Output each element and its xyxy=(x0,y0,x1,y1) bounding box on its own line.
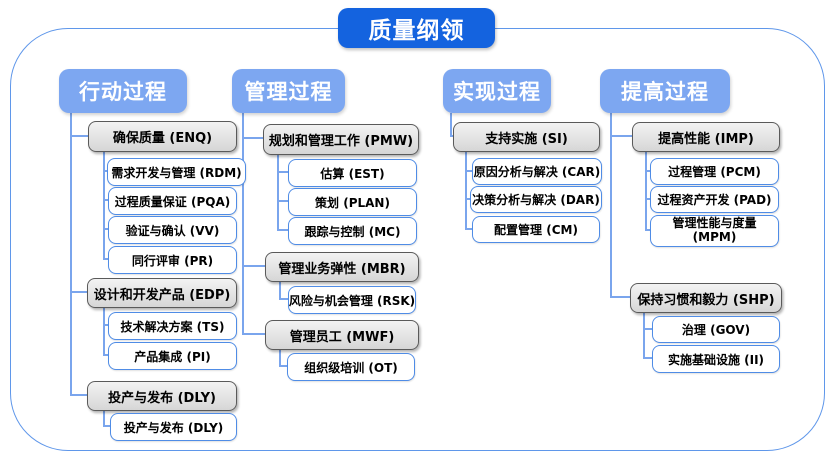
connector-line xyxy=(70,113,72,394)
leaf-box-plan: 策划 (PLAN) xyxy=(288,188,417,216)
connector-line xyxy=(645,150,647,230)
connector-line xyxy=(643,328,653,330)
connector-line xyxy=(279,280,281,299)
connector-line xyxy=(279,365,287,367)
group-box-mwf: 管理员工 (MWF) xyxy=(265,320,419,350)
connector-line xyxy=(103,258,109,260)
connector-line xyxy=(465,170,472,172)
leaf-box-dly: 投产与发布 (DLY) xyxy=(110,413,237,441)
group-box-si: 支持实施 (SI) xyxy=(453,122,600,152)
connector-line xyxy=(70,135,88,137)
header-improvement-process: 提高过程 xyxy=(600,69,730,113)
connector-line xyxy=(242,333,265,335)
connector-line xyxy=(242,265,265,267)
connector-line xyxy=(277,153,279,230)
leaf-box-car: 原因分析与解决 (CAR) xyxy=(472,158,602,185)
connector-line xyxy=(610,296,630,298)
leaf-box-ts: 技术解决方案 (TS) xyxy=(108,312,237,340)
leaf-box-rdm: 需求开发与管理 (RDM) xyxy=(107,158,246,186)
leaf-box-mc: 跟踪与控制 (MC) xyxy=(288,217,417,245)
connector-line xyxy=(450,113,452,136)
group-box-edp: 设计和开发产品 (EDP) xyxy=(87,278,237,308)
header-realization-process: 实现过程 xyxy=(443,69,551,113)
header-action-process: 行动过程 xyxy=(59,69,187,113)
group-box-pmw: 规划和管理工作 (PMW) xyxy=(263,124,419,155)
leaf-box-pcm: 过程管理 (PCM) xyxy=(650,158,779,185)
leaf-box-vv: 验证与确认 (VV) xyxy=(108,216,237,244)
connector-line xyxy=(610,135,632,137)
connector-line xyxy=(103,306,105,356)
leaf-box-pr: 同行评审 (PR) xyxy=(108,246,237,274)
connector-line xyxy=(465,228,472,230)
leaf-box-rsk: 风险与机会管理 (RSK) xyxy=(288,286,416,314)
leaf-box-ot: 组织级培训 (OT) xyxy=(287,353,415,381)
connector-line xyxy=(277,171,288,173)
connector-line xyxy=(610,113,612,297)
leaf-box-pi: 产品集成 (PI) xyxy=(108,342,237,370)
connector-line xyxy=(242,137,263,139)
connector-line xyxy=(279,298,288,300)
connector-line xyxy=(242,113,244,334)
connector-line xyxy=(279,348,281,366)
connector-line xyxy=(645,198,651,200)
connector-line xyxy=(103,199,109,201)
header-management-process: 管理过程 xyxy=(232,69,345,113)
connector-line xyxy=(645,229,651,231)
connector-line xyxy=(103,150,105,260)
connector-line xyxy=(103,425,111,427)
leaf-box-ii: 实施基础设施 (II) xyxy=(652,345,780,373)
group-box-dly: 投产与发布 (DLY) xyxy=(87,381,237,411)
leaf-box-pqa: 过程质量保证 (PQA) xyxy=(108,187,237,215)
connector-line xyxy=(465,198,471,200)
leaf-box-gov: 治理 (GOV) xyxy=(652,316,780,343)
group-box-mbr: 管理业务弹性 (MBR) xyxy=(265,252,419,282)
diagram-title: 质量纲领 xyxy=(338,8,495,48)
group-box-enq: 确保质量 (ENQ) xyxy=(88,121,237,152)
connector-line xyxy=(645,170,651,172)
group-box-shp: 保持习惯和毅力 (SHP) xyxy=(630,283,782,313)
leaf-box-dar: 决策分析与解决 (DAR) xyxy=(470,186,602,213)
connector-line xyxy=(70,394,87,396)
connector-line xyxy=(277,229,288,231)
group-box-imp: 提高性能 (IMP) xyxy=(632,122,780,152)
connector-line xyxy=(643,357,653,359)
connector-line xyxy=(103,228,109,230)
connector-line xyxy=(70,291,87,293)
leaf-box-mpm: 管理性能与度量 (MPM) xyxy=(650,215,779,247)
connector-line xyxy=(643,311,645,358)
connector-line xyxy=(103,409,105,426)
leaf-box-pad: 过程资产开发 (PAD) xyxy=(650,186,779,213)
connector-line xyxy=(103,324,109,326)
connector-line xyxy=(450,135,454,137)
leaf-box-est: 估算 (EST) xyxy=(288,159,417,187)
connector-line xyxy=(465,150,467,229)
connector-line xyxy=(277,200,288,202)
leaf-box-cm: 配置管理 (CM) xyxy=(472,216,600,243)
connector-line xyxy=(103,354,109,356)
connector-line xyxy=(103,170,109,172)
